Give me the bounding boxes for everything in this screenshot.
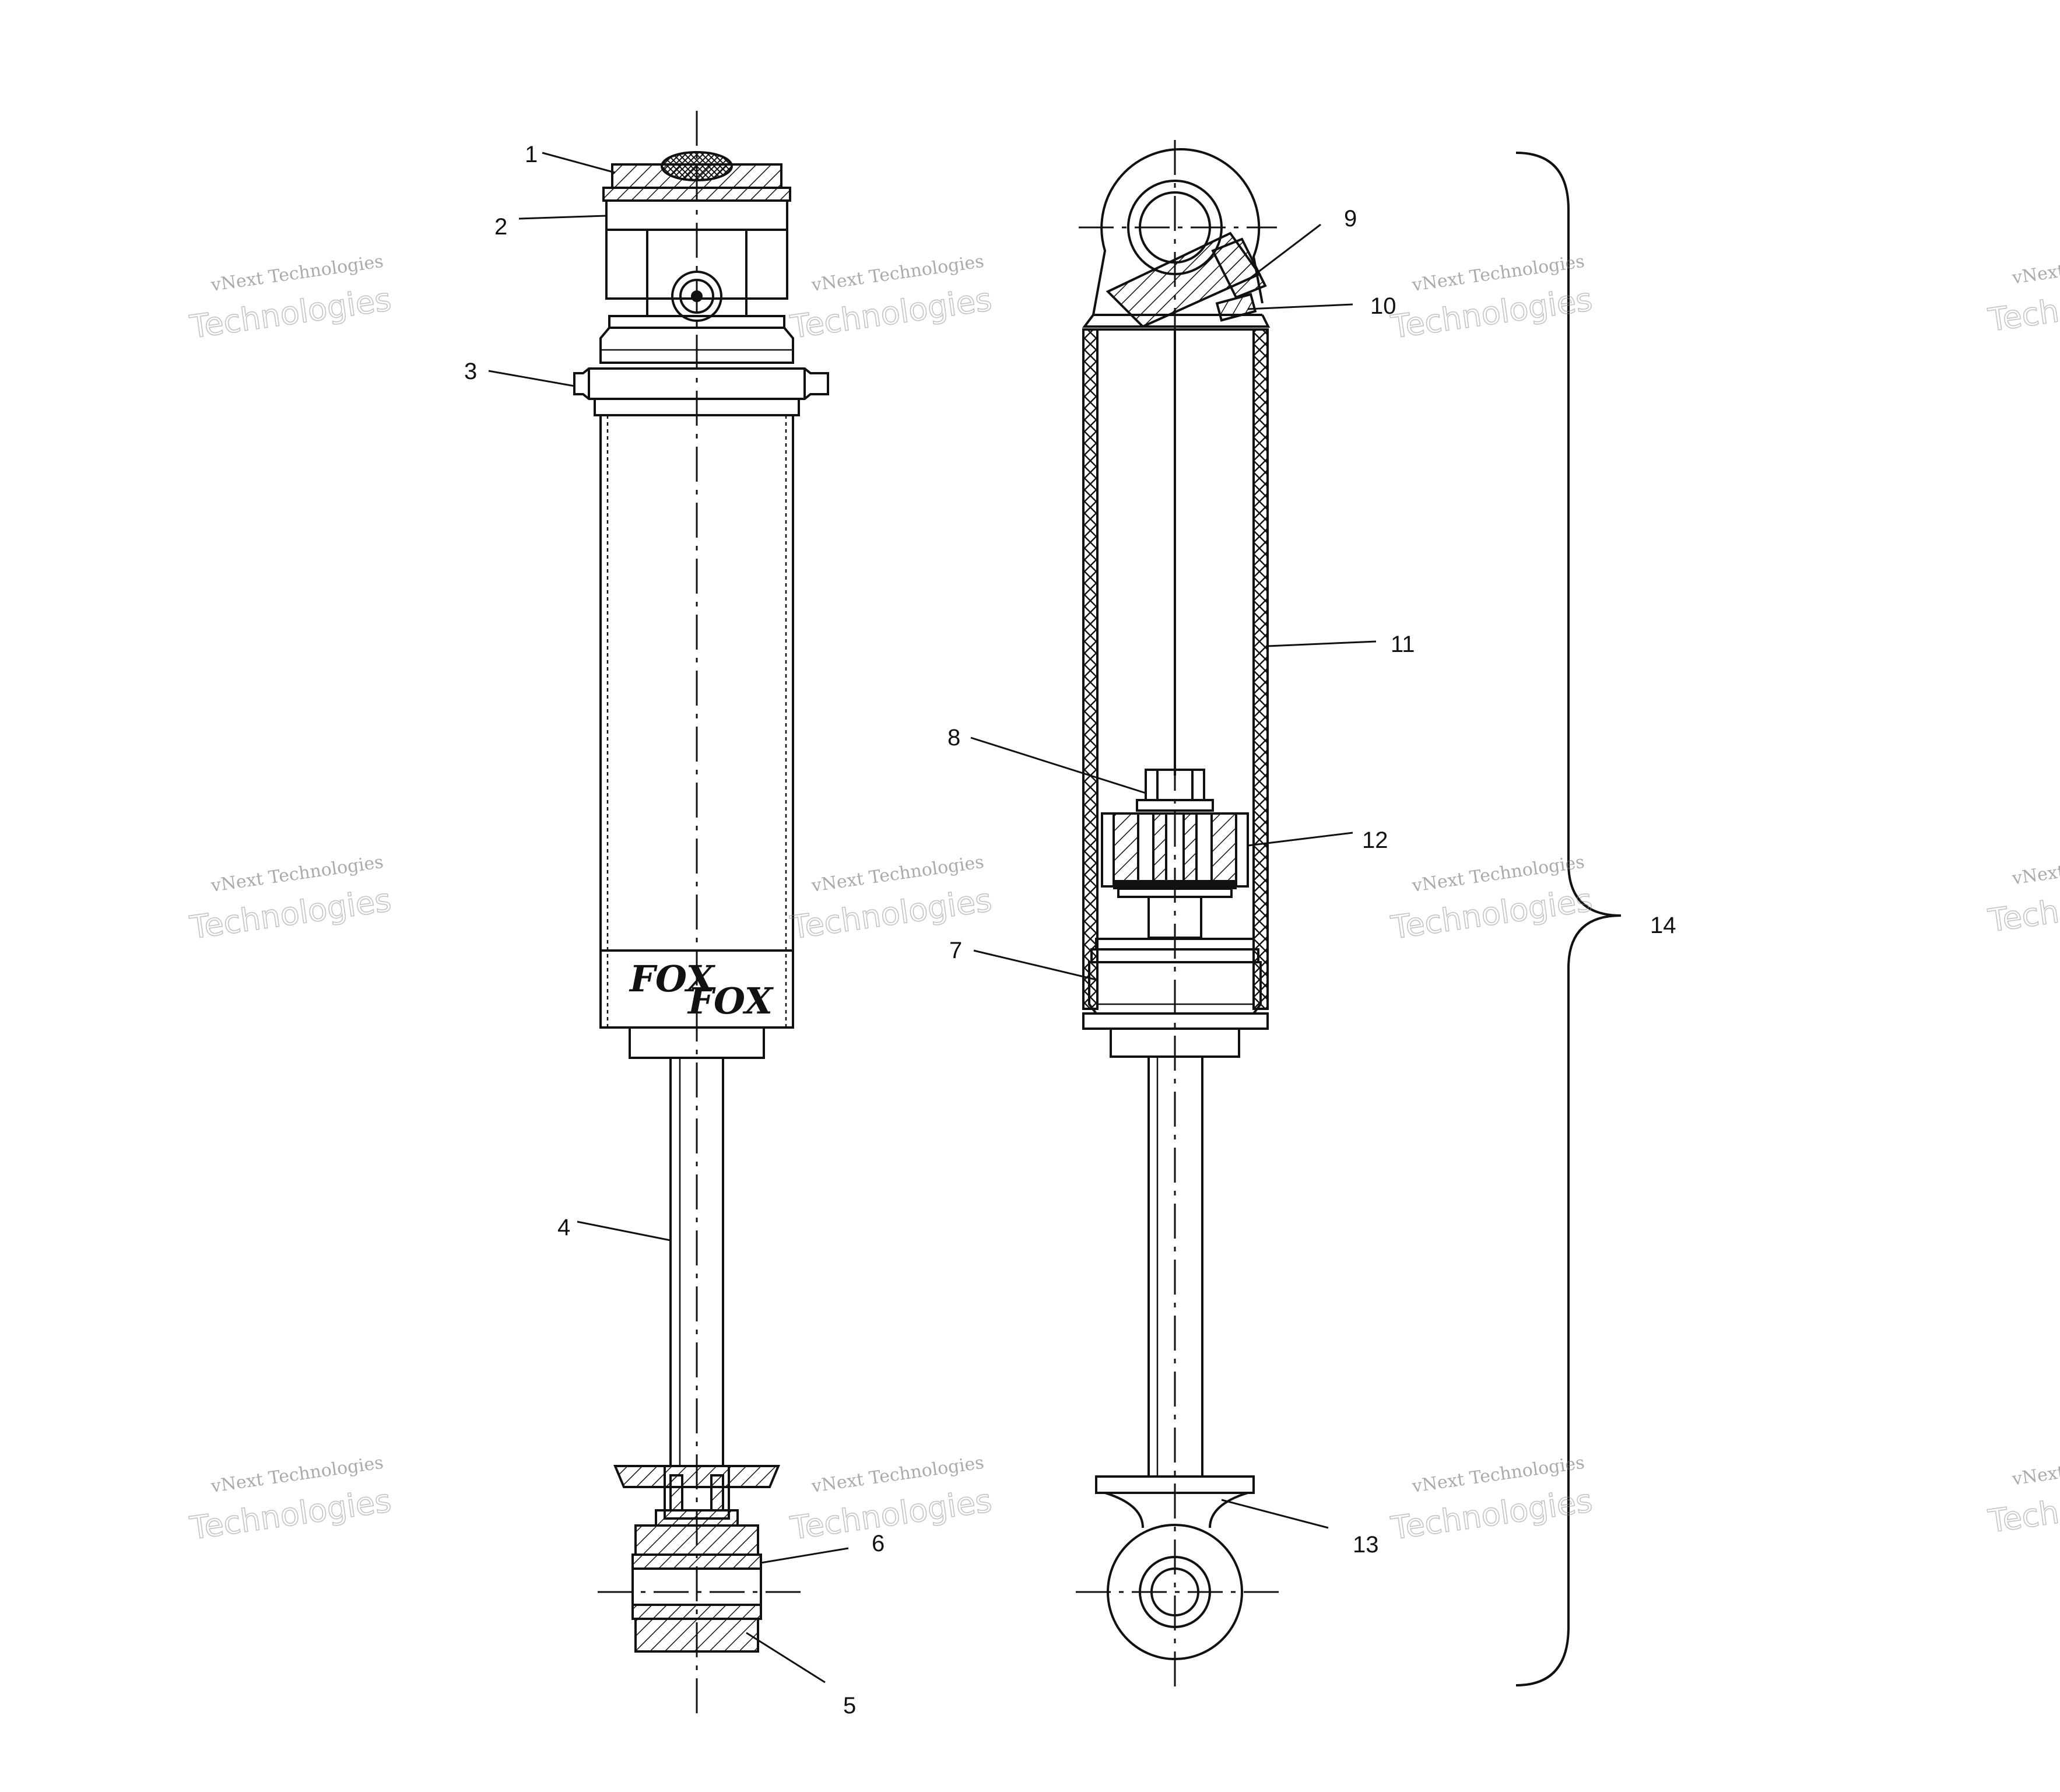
shaft-eyelet <box>1076 1475 1280 1660</box>
callout-14: 14 <box>1650 913 1676 938</box>
nitrogen-valve <box>1082 232 1271 328</box>
left-shock-exterior-view: FOX FOX <box>573 111 829 1714</box>
body-tube: FOX FOX <box>599 414 794 1029</box>
knurled-cap <box>602 151 791 202</box>
floating-piston <box>1088 938 1262 1015</box>
callout-labels: 1 2 3 4 5 6 7 8 9 10 11 12 13 14 <box>464 142 1676 1719</box>
callout-1: 1 <box>525 142 538 167</box>
reservoir-head <box>605 199 788 322</box>
fox-logo-right: FOX <box>687 980 774 1022</box>
right-shock-section-view <box>1076 140 1280 1691</box>
callout-10: 10 <box>1370 293 1396 319</box>
assembly-brace <box>1515 152 1622 1686</box>
watermarks: vNext Technologies Technologies vNext Te… <box>187 244 2060 1547</box>
callout-13: 13 <box>1353 1532 1379 1558</box>
bottom-out-plate <box>613 1465 780 1527</box>
body-neck <box>599 315 794 364</box>
piston-assembly <box>1101 769 1249 939</box>
callout-7: 7 <box>949 938 962 963</box>
leader-lines <box>488 152 1377 1684</box>
watermark-text: vNext Technologies <box>2010 1445 2060 1489</box>
callout-3: 3 <box>464 359 477 384</box>
preload-collar <box>573 367 829 416</box>
callout-8: 8 <box>947 725 960 751</box>
callout-11: 11 <box>1391 632 1415 657</box>
callout-6: 6 <box>872 1531 885 1556</box>
lower-eyelet <box>598 1524 805 1653</box>
callout-5: 5 <box>843 1693 856 1719</box>
callout-12: 12 <box>1362 827 1388 853</box>
callout-2: 2 <box>494 214 507 240</box>
fox-logo-left: FOX <box>629 958 716 1000</box>
watermark-text: vNext Technologies <box>2010 844 2060 889</box>
callout-9: 9 <box>1344 206 1357 232</box>
cylinder-walls <box>1082 328 1269 1010</box>
callout-4: 4 <box>557 1215 570 1240</box>
watermark-text: vNext Technologies <box>2010 244 2060 288</box>
